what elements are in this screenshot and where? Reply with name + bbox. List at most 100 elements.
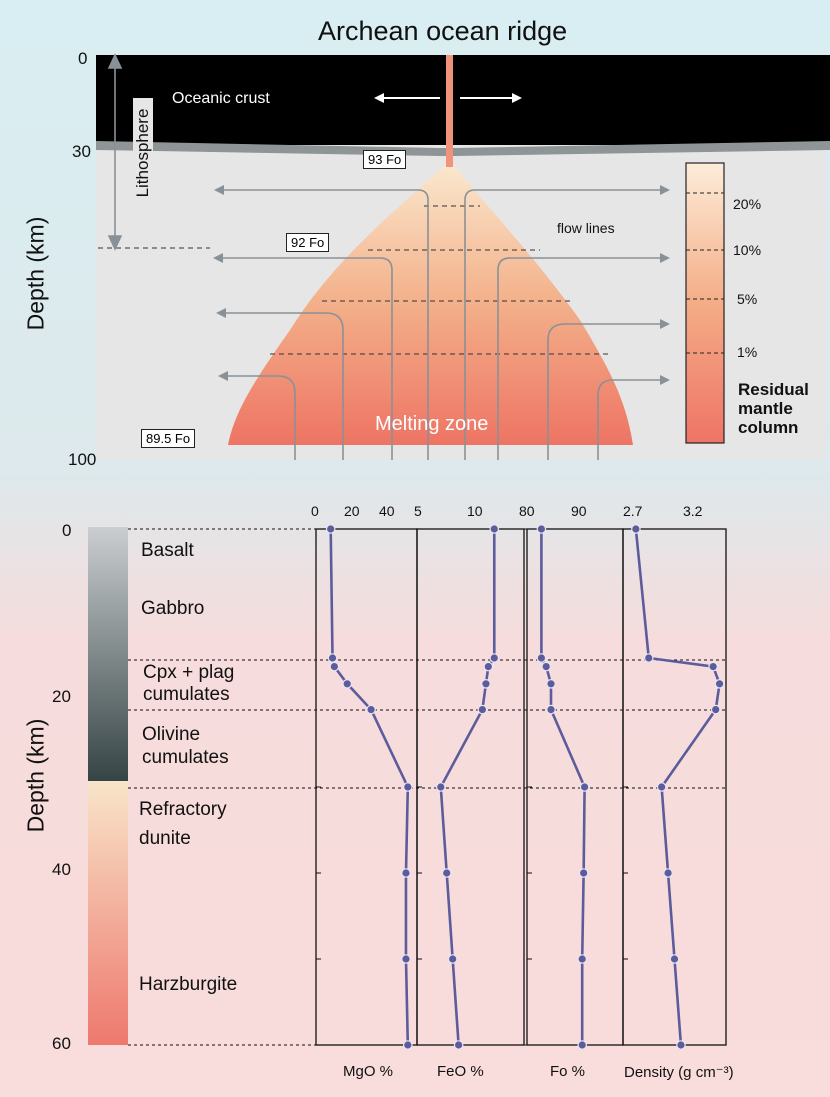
series-3-point-3 — [714, 678, 725, 689]
melt-pct-20: 20% — [733, 196, 762, 212]
series-2-point-1 — [536, 653, 547, 663]
panel-frame-0 — [315, 528, 418, 1046]
series-1-point-7 — [447, 954, 458, 964]
panel-frame-3 — [622, 528, 727, 1046]
flow-line-right-2 — [497, 253, 670, 460]
flow-lines-label: flow lines — [557, 220, 615, 236]
flow-line-right-3 — [547, 319, 670, 460]
series-2-point-3 — [546, 678, 556, 689]
lithosphere-base — [96, 141, 830, 156]
panel-label-feo: FeO % — [437, 1063, 484, 1080]
melting-zone-label: Melting zone — [375, 413, 489, 435]
panel-2-tick-label: 80 — [519, 503, 535, 519]
top-depth-axis-label: Depth (km) — [22, 216, 49, 331]
series-3-point-7 — [669, 954, 680, 964]
flow-line-right-1 — [464, 185, 670, 460]
series-0-point-6 — [401, 868, 411, 878]
series-1-point-0 — [489, 524, 500, 534]
series-3-point-0 — [631, 524, 641, 534]
top-title: Archean ocean ridge — [318, 16, 568, 46]
crust-column — [88, 527, 128, 781]
ridge-diagram — [96, 53, 830, 460]
layer-gabbro: Gabbro — [141, 598, 205, 619]
flow-line-left-4 — [218, 371, 296, 460]
bottom-depth-axis-label: Depth (km) — [22, 718, 49, 833]
bottom-tick-40: 40 — [52, 860, 71, 879]
residual-mantle-column — [685, 162, 725, 444]
series-0-point-8 — [403, 1040, 413, 1050]
flow-line-left-3 — [216, 308, 344, 460]
series-0-point-5 — [403, 782, 413, 792]
layer-harzburgite: Harzburgite — [139, 974, 238, 995]
series-0-point-4 — [366, 704, 376, 715]
series-line-3 — [634, 528, 721, 1046]
series-0-point-2 — [329, 661, 340, 672]
layer-olivine: Olivine cumulates — [142, 724, 229, 768]
series-3-point-6 — [663, 868, 673, 878]
bottom-tick-60: 60 — [52, 1034, 71, 1053]
series-0-point-1 — [327, 653, 338, 663]
series-3-point-1 — [643, 653, 654, 663]
layer-cpx-plag: Cpx + plag cumulates — [143, 662, 235, 705]
series-0-point-3 — [342, 678, 353, 689]
panel-frame-1 — [416, 528, 525, 1046]
series-2-point-8 — [577, 1040, 587, 1050]
series-3-point-4 — [710, 704, 721, 715]
fo-label-92: 92 Fo — [286, 233, 330, 252]
series-1-point-3 — [481, 678, 491, 689]
layer-basalt: Basalt — [141, 540, 194, 561]
series-line-1 — [439, 529, 496, 1046]
series-2-point-5 — [579, 782, 590, 792]
series-2-point-6 — [578, 868, 589, 878]
oceanic-crust — [96, 55, 830, 145]
panel-0-tick-label: 40 — [379, 503, 395, 519]
series-line-0 — [329, 528, 410, 1046]
series-1-point-5 — [435, 782, 446, 792]
series-1-point-1 — [489, 653, 500, 663]
panel-frame-2 — [526, 528, 624, 1046]
melt-pct-5: 5% — [737, 291, 758, 307]
series-2-point-4 — [546, 704, 556, 715]
fo-label-89: 89.5 Fo — [141, 429, 196, 448]
panel-label-mgo: MgO % — [343, 1063, 394, 1080]
panel-3-tick-label: 3.2 — [683, 503, 703, 519]
lithosphere-label: Lithosphere — [133, 98, 153, 208]
series-1-point-6 — [441, 868, 452, 878]
melt-pct-10: 10% — [733, 242, 762, 258]
magma-conduit — [446, 55, 453, 167]
series-1-point-8 — [453, 1040, 464, 1050]
residual-column-label: Residual mantle column — [738, 380, 809, 437]
series-1-point-4 — [477, 704, 488, 715]
bottom-tick-20: 20 — [52, 687, 71, 706]
panel-2-tick-label: 90 — [571, 503, 587, 519]
panel-1-tick-label: 5 — [414, 503, 422, 519]
series-3-point-5 — [656, 782, 667, 792]
series-0-point-7 — [401, 954, 411, 964]
panel-label-density: Density (g cm⁻³) — [624, 1064, 734, 1081]
crust-label: Oceanic crust — [172, 90, 270, 107]
mantle-column — [88, 781, 128, 1045]
panel-3-tick-label: 2.7 — [623, 503, 643, 519]
melting-zone — [228, 160, 633, 445]
panel-0-tick-label: 20 — [344, 503, 360, 519]
bottom-tick-0: 0 — [62, 521, 72, 540]
series-3-point-8 — [676, 1040, 686, 1050]
series-line-2 — [540, 529, 586, 1045]
series-2-point-2 — [541, 661, 551, 672]
top-tick-0: 0 — [78, 49, 88, 68]
fo-label-93: 93 Fo — [363, 150, 407, 169]
series-2-point-7 — [577, 954, 587, 964]
top-tick-30: 30 — [72, 142, 91, 161]
top-tick-100: 100 — [68, 450, 97, 469]
panel-0-tick-label: 0 — [311, 503, 319, 519]
flow-line-left-2 — [213, 253, 393, 460]
series-1-point-2 — [483, 661, 494, 672]
melt-pct-1: 1% — [737, 344, 758, 360]
series-0-point-0 — [325, 524, 336, 534]
flow-line-left-1 — [214, 185, 429, 460]
series-3-point-2 — [708, 661, 718, 672]
layer-dunite: Refractory dunite — [139, 799, 227, 849]
series-2-point-0 — [536, 524, 547, 534]
panel-label-fo: Fo % — [550, 1063, 586, 1080]
panel-1-tick-label: 10 — [467, 503, 483, 519]
